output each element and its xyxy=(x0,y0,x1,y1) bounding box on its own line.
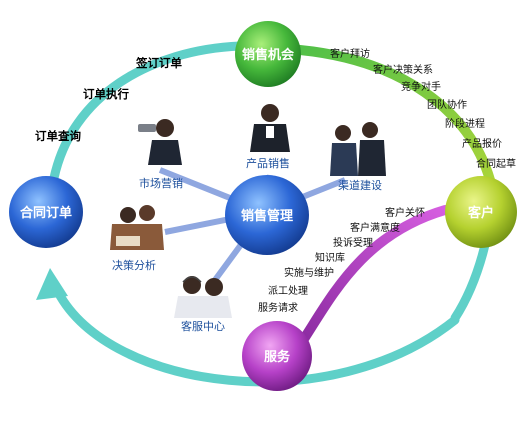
node-customer-label: 客户 xyxy=(468,205,494,221)
opportunity-item: 客户决策关系 xyxy=(373,65,433,76)
service-item: 服务请求 xyxy=(258,303,298,314)
node-service[interactable]: 服务 xyxy=(242,321,312,391)
label-decision: 决策分析 xyxy=(112,259,156,272)
service-item: 投诉受理 xyxy=(333,238,373,249)
service-to-customer-arc xyxy=(295,205,450,350)
opportunity-item: 产品报价 xyxy=(462,139,502,150)
ring-arrowhead xyxy=(36,268,68,300)
label-channel: 渠道建设 xyxy=(338,179,382,192)
opportunity-to-customer-arc xyxy=(295,45,495,185)
opportunity-item: 团队协作 xyxy=(427,100,467,111)
ring-arc-top-left xyxy=(49,41,245,183)
opportunity-item: 阶段进程 xyxy=(445,119,485,130)
customer-service-people-icon xyxy=(174,276,232,318)
node-service-label: 服务 xyxy=(264,349,291,365)
node-customer[interactable]: 客户 xyxy=(445,176,517,248)
node-sales-opportunity[interactable]: 销售机会 xyxy=(235,21,301,87)
service-item: 实施与维护 xyxy=(284,268,334,279)
channel-people-icon xyxy=(330,122,386,176)
label-product-sales: 产品销售 xyxy=(246,157,290,170)
product-sales-person-icon xyxy=(250,104,290,152)
node-sales-management-label: 销售管理 xyxy=(241,208,293,224)
service-item: 客户满意度 xyxy=(350,223,400,234)
label-order-execution: 订单执行 xyxy=(83,87,129,101)
node-sales-management[interactable]: 销售管理 xyxy=(225,175,309,255)
decision-people-icon xyxy=(110,205,164,250)
opportunity-item: 客户拜访 xyxy=(330,49,370,60)
opportunity-item: 合同起草 xyxy=(476,159,516,170)
ring-arc-bottom xyxy=(53,287,460,387)
label-marketing: 市场营销 xyxy=(139,177,183,190)
service-item: 派工处理 xyxy=(268,286,308,297)
service-item: 知识库 xyxy=(315,253,345,264)
opportunity-item: 竞争对手 xyxy=(401,82,441,93)
service-item: 客户关怀 xyxy=(385,208,425,219)
node-contract-order-label: 合同订单 xyxy=(20,205,72,221)
marketing-person-icon xyxy=(138,119,182,165)
node-contract-order[interactable]: 合同订单 xyxy=(9,176,83,248)
label-sign-order: 签订订单 xyxy=(136,56,182,70)
label-customer-service: 客服中心 xyxy=(181,320,225,333)
label-order-query: 订单查询 xyxy=(35,129,81,143)
node-sales-opportunity-label: 销售机会 xyxy=(242,47,295,63)
